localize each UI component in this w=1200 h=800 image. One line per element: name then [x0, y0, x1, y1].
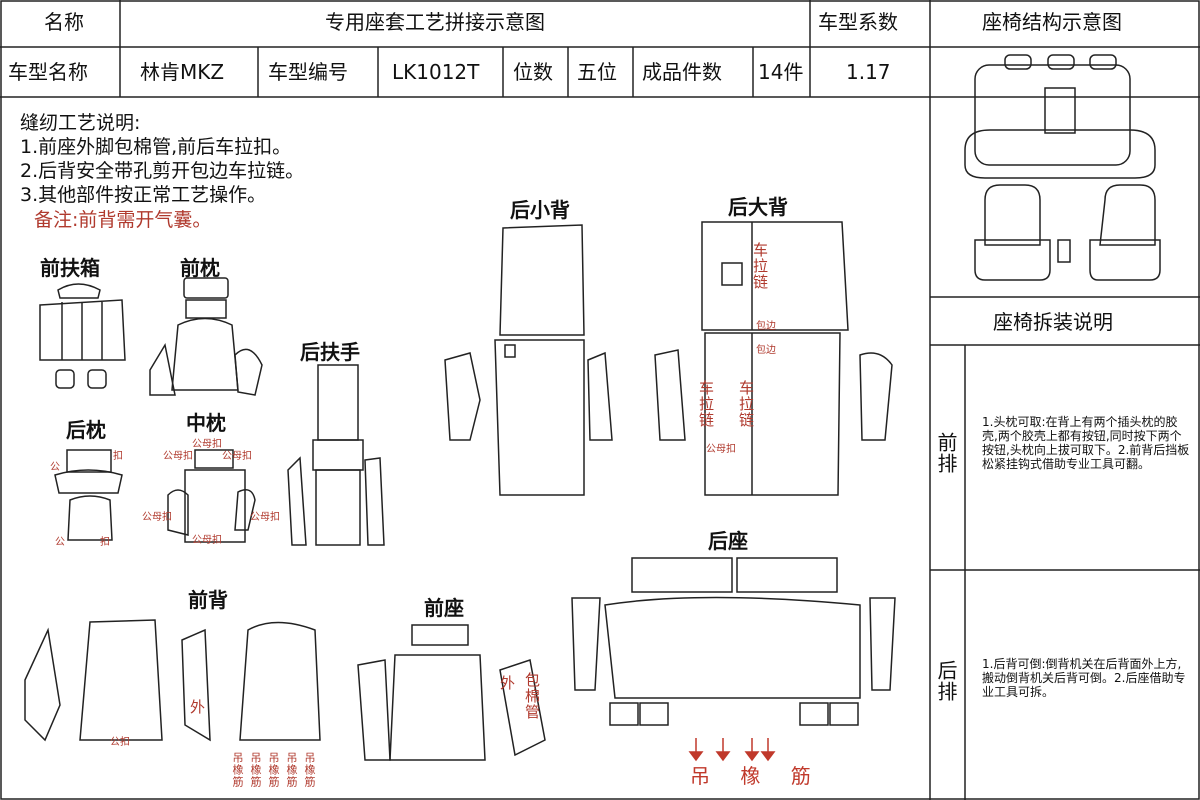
- front-back-rubber-1: 吊橡筋: [231, 752, 244, 788]
- instruction-2: 2.后背安全带孔剪开包边车拉链。: [20, 160, 305, 182]
- mid-headrest-snap-left: 公母扣: [163, 451, 193, 462]
- rear-headrest-buckle: 扣: [113, 451, 123, 462]
- label-front-back: 前背: [188, 588, 228, 612]
- structure-title: 座椅结构示意图: [982, 10, 1122, 34]
- model-name-label: 车型名称: [8, 60, 88, 84]
- rear-seat-pieces: [571, 557, 896, 726]
- diagram-title: 专用座套工艺拼接示意图: [325, 10, 545, 34]
- snap-label-big-back: 公母扣: [706, 444, 736, 455]
- front-row-text: 1.头枕可取:在背上有两个插头枕的胶壳,两个胶壳上都有按钮,同时按下两个按钮,头…: [982, 415, 1190, 471]
- rear-headrest-public: 公: [50, 462, 60, 473]
- label-rear-small-back: 后小背: [510, 198, 570, 222]
- rear-headrest-buckle-2: 扣: [100, 537, 110, 548]
- zipper-label-right: 车拉链: [737, 380, 755, 428]
- model-code: LK1012T: [392, 60, 480, 84]
- rear-small-back-pieces: [444, 224, 613, 496]
- front-headrest-pieces: [149, 277, 263, 396]
- pieces-label: 成品件数: [642, 60, 722, 84]
- front-back-rubber-5: 吊橡筋: [303, 752, 316, 788]
- label-front-armrest: 前扶箱: [40, 256, 100, 280]
- pieces-value: 14件: [758, 60, 804, 84]
- wrap-edge-label-1: 包边: [756, 321, 776, 332]
- zipper-label-left: 车拉链: [697, 380, 715, 428]
- coef-value: 1.17: [846, 60, 891, 84]
- mid-headrest-snap-side-2: 公母扣: [250, 512, 280, 523]
- rear-big-back-pieces: [654, 221, 893, 496]
- front-seat-outer: 外: [500, 674, 516, 692]
- label-rear-seat: 后座: [708, 529, 748, 553]
- mid-headrest-snap-right: 公母扣: [222, 451, 252, 462]
- front-back-outer: 外: [190, 698, 206, 716]
- rear-row-text: 1.后背可倒:倒背机关在后背面外上方,搬动倒背机关后背可倒。2.后座借助专业工具…: [982, 657, 1186, 699]
- front-back-rubber-3: 吊橡筋: [267, 752, 280, 788]
- seats-label: 位数: [513, 60, 553, 84]
- wrap-edge-label-2: 包边: [756, 345, 776, 356]
- rear-seat-rubber-bands: 吊 橡 筋: [690, 764, 823, 788]
- rear-armrest-pieces: [287, 364, 385, 546]
- rubber-band-arrows: [688, 738, 776, 762]
- rear-row-label: 后排: [934, 660, 958, 702]
- front-seat-cotton-tube: 包棉管: [523, 672, 541, 720]
- front-seat-pieces: [357, 624, 546, 761]
- instruction-1: 1.前座外脚包棉管,前后车拉扣。: [20, 136, 292, 158]
- coef-label: 车型系数: [818, 10, 898, 34]
- disassembly-title: 座椅拆装说明: [993, 310, 1113, 334]
- mid-headrest-snap-top: 公母扣: [192, 439, 222, 450]
- seats-value: 五位: [577, 60, 617, 84]
- mid-headrest-snap-bottom: 公母扣: [192, 535, 222, 546]
- instructions-title: 缝纫工艺说明:: [20, 112, 141, 134]
- label-rear-armrest: 后扶手: [300, 340, 360, 364]
- label-front-headrest: 前枕: [180, 256, 220, 280]
- label-mid-headrest: 中枕: [186, 411, 226, 435]
- seat-structure-sketch: [964, 54, 1161, 281]
- front-back-rubber-4: 吊橡筋: [285, 752, 298, 788]
- name-label: 名称: [44, 10, 84, 34]
- label-front-seat: 前座: [424, 596, 464, 620]
- model-code-label: 车型编号: [268, 60, 348, 84]
- label-rear-big-back: 后大背: [728, 195, 788, 219]
- zipper-label-big-back: 车拉链: [751, 242, 769, 290]
- front-back-pieces: [24, 619, 321, 742]
- middle-headrest-pieces: [167, 449, 256, 543]
- front-back-pub-snap: 公扣: [110, 737, 130, 748]
- rear-headrest-pieces: [54, 449, 123, 541]
- mid-headrest-snap-side: 公母扣: [142, 512, 172, 523]
- model-name: 林肯MKZ: [140, 60, 225, 84]
- label-rear-headrest: 后枕: [66, 418, 106, 442]
- rear-headrest-public-2: 公: [55, 537, 65, 548]
- front-back-rubber-2: 吊橡筋: [249, 752, 262, 788]
- instruction-3: 3.其他部件按正常工艺操作。: [20, 184, 267, 206]
- front-armrest-pieces: [39, 283, 126, 389]
- front-row-label: 前排: [934, 432, 958, 474]
- instruction-note: 备注:前背需开气囊。: [34, 209, 212, 231]
